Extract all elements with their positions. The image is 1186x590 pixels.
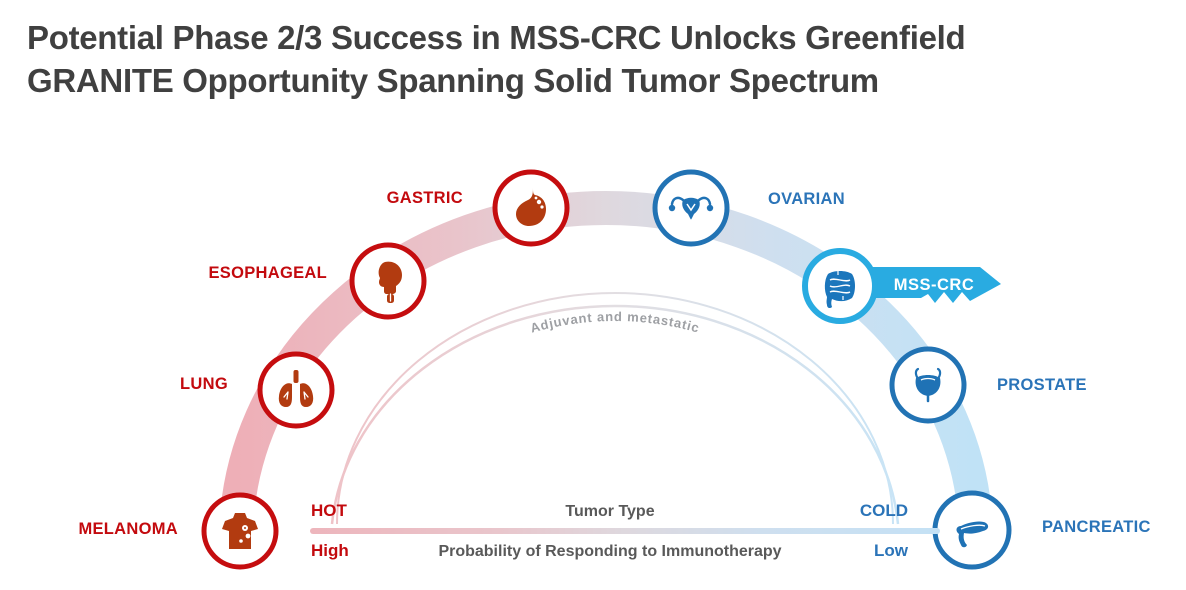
legend-high-label: High — [311, 541, 349, 560]
stomach-icon — [516, 188, 546, 226]
lungs-icon — [278, 370, 314, 407]
inner-arc-outer — [330, 304, 900, 525]
spectrum-gradient-bar — [310, 528, 940, 534]
legend-cold-label: COLD — [859, 501, 908, 520]
intestine-icon — [824, 271, 855, 309]
esophageal-node — [349, 242, 427, 320]
uterus-icon — [668, 196, 714, 220]
tumor-label-pancreatic: PANCREATIC — [1042, 518, 1151, 536]
tumor-label-ovarian: OVARIAN — [768, 190, 845, 208]
pancreas-icon — [956, 521, 989, 548]
tumor-label-melanoma: MELANOMA — [78, 520, 178, 538]
lung-node — [257, 351, 335, 429]
tumor-label-lung: LUNG — [180, 375, 228, 393]
melanoma-torso-icon — [222, 513, 258, 549]
title-line-2: GRANITE Opportunity Spanning Solid Tumor… — [27, 62, 879, 99]
adjuvant-annotation: Adjuvant and metastatic — [529, 309, 702, 336]
bladder-icon — [914, 367, 942, 403]
mss-crc-key — [856, 267, 1001, 303]
lung-circle — [257, 351, 335, 429]
melanoma-node — [201, 492, 279, 570]
slide-title: Potential Phase 2/3 Success in MSS-CRC U… — [27, 16, 1147, 102]
legend-low-label: Low — [874, 541, 908, 560]
inner-arc-inner — [336, 292, 894, 525]
title-line-1: Potential Phase 2/3 Success in MSS-CRC U… — [27, 19, 966, 56]
ovarian-node — [652, 169, 730, 247]
head-throat-icon — [378, 261, 402, 303]
tumor-label-esophageal: ESOPHAGEAL — [208, 264, 327, 282]
axis-probability-label: Probability of Responding to Immunothera… — [438, 543, 782, 560]
prostate-node — [889, 346, 967, 424]
pancreatic-node — [932, 490, 1012, 570]
tumor-label-prostate: PROSTATE — [997, 376, 1087, 394]
mss-crc-node — [802, 248, 878, 324]
axis-tumor-type-label: Tumor Type — [565, 503, 655, 520]
gastric-node — [492, 169, 570, 247]
tumor-label-gastric: GASTRIC — [386, 189, 463, 207]
mss-crc-key-label: MSS-CRC — [894, 276, 975, 294]
legend-hot-label: HOT — [311, 501, 347, 520]
